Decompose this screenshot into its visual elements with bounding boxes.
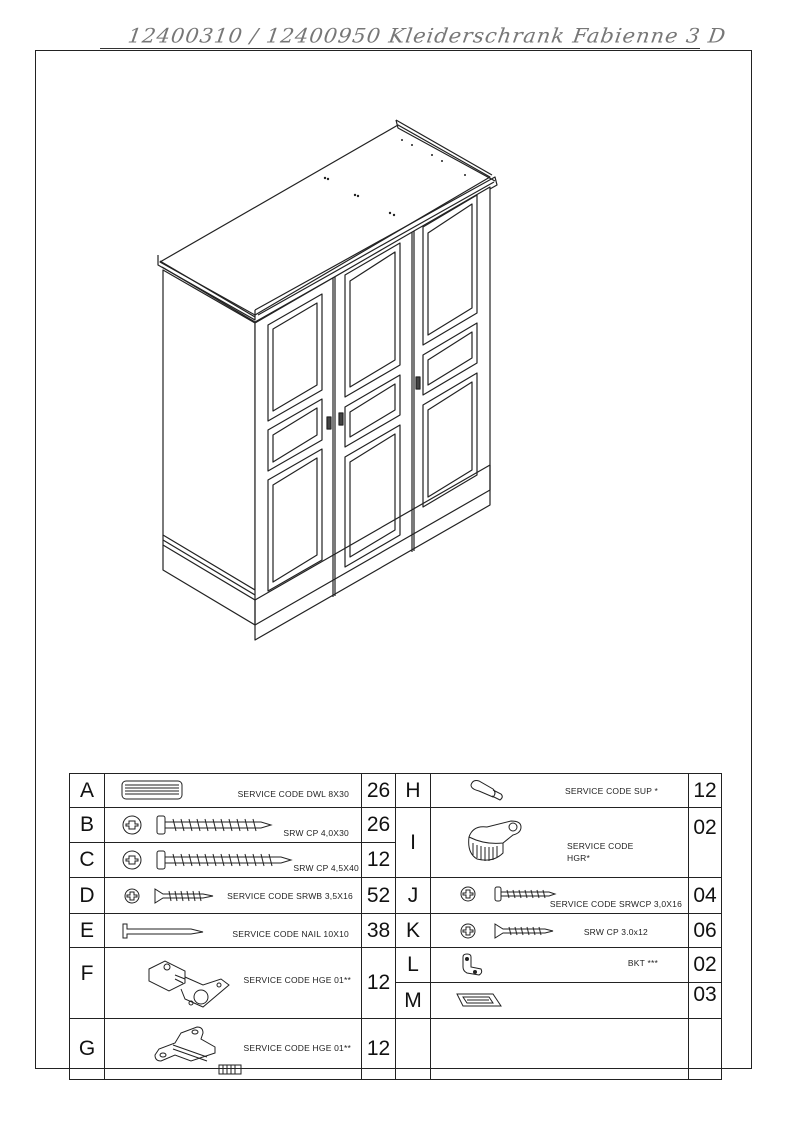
part-quantity: 06 <box>688 913 722 948</box>
document-header: 12400310 / 12400950 Kleiderschrank Fabie… <box>100 22 728 52</box>
countersunk-screw-icon <box>124 888 214 904</box>
part-letter: F <box>69 947 105 1019</box>
part-description <box>430 982 689 1019</box>
nail-icon <box>122 923 204 939</box>
screw-icon <box>460 886 557 902</box>
part-quantity: 02 <box>688 947 722 983</box>
angle-bracket-icon <box>462 953 483 976</box>
part-description: BKT *** <box>430 947 689 983</box>
empty-quantity-cell <box>688 1018 722 1080</box>
part-label: SERVICE CODE DWL 8X30 <box>237 789 349 799</box>
part-letter: K <box>395 913 431 948</box>
table-row: G SERVICE CODE HGE 01** 12 <box>69 1018 722 1080</box>
part-description: SERVICE CODE DWL 8X30 <box>104 773 362 808</box>
part-letter: D <box>69 877 105 914</box>
part-quantity: 12 <box>361 947 396 1019</box>
table-row: A SERVICE CODE DWL 8X30 26 H SERVICE COD… <box>69 773 722 808</box>
part-label: SERVICE CODE <box>567 840 634 851</box>
header-underline <box>100 48 700 49</box>
part-label: BKT *** <box>627 958 658 968</box>
empty-letter-cell <box>395 1018 431 1080</box>
countersunk-screw-icon <box>460 923 554 939</box>
shelf-support-pin-icon <box>470 780 503 801</box>
part-description: SERVICE CODE SRWB 3,5X16 <box>104 877 362 914</box>
part-quantity: 12 <box>361 1018 396 1080</box>
table-row: D SERVICE CODE SRWB 3,5X16 52 J <box>69 877 722 914</box>
empty-description-cell <box>430 1018 689 1080</box>
part-description: SERVICE CODE HGE 01** <box>104 1018 362 1080</box>
table-row: B SRW CP 4,0X30 26 I <box>69 807 722 878</box>
part-letter: B <box>69 807 105 843</box>
part-letter: C <box>69 842 105 878</box>
handwritten-title: 12400310 / 12400950 Kleiderschrank Fabie… <box>126 24 728 48</box>
part-letter: I <box>395 807 431 878</box>
part-label: SERVICE CODE SUP * <box>564 786 658 796</box>
hardware-parts-table: A SERVICE CODE DWL 8X30 26 H SERVICE COD… <box>69 773 722 1080</box>
table-row: F SERVICE CODE HGE 01** 12 L <box>69 947 722 1019</box>
part-description: SERVICE CODE NAIL 10X10 <box>104 913 362 948</box>
part-quantity: 26 <box>361 773 396 808</box>
part-description: SRW CP 4,0X30 <box>104 807 362 843</box>
part-label: SERVICE CODE SRWCP 3,0X16 <box>549 899 682 909</box>
part-label-line2: HGR* <box>567 852 590 863</box>
part-letter: M <box>395 982 431 1019</box>
part-quantity: 03 <box>688 982 722 1019</box>
part-letter: J <box>395 877 431 914</box>
part-quantity: 04 <box>688 877 722 914</box>
part-label: SRW CP 3.0x12 <box>583 927 648 937</box>
table-row: E SERVICE CODE NAIL 10X10 38 K SRW CP 3.… <box>69 913 722 948</box>
part-description: SRW CP 3.0x12 <box>430 913 689 948</box>
part-letter: H <box>395 773 431 808</box>
part-quantity: 52 <box>361 877 396 914</box>
screw-icon <box>122 815 273 835</box>
part-quantity: 12 <box>688 773 722 808</box>
part-letter: L <box>395 947 431 983</box>
rail-holder-clip-icon <box>468 819 522 861</box>
part-quantity: 38 <box>361 913 396 948</box>
table-row: M 03 <box>70 982 722 1019</box>
part-description: SERVICE CODE SRWCP 3,0X16 <box>430 877 689 914</box>
part-description: SERVICE CODE HGR* <box>430 807 689 878</box>
part-quantity: 12 <box>361 842 396 878</box>
part-description: SERVICE CODE SUP * <box>430 773 689 808</box>
screw-icon <box>122 850 293 870</box>
part-label: SERVICE CODE SRWB 3,5X16 <box>227 891 353 901</box>
concealed-hinge-icon <box>148 959 230 1008</box>
part-quantity: 26 <box>361 807 396 843</box>
part-label: SRW CP 4,5X40 <box>293 863 359 873</box>
part-label: SERVICE CODE HGE 01** <box>243 1043 351 1053</box>
table-row: C SRW CP 4,5X40 12 <box>69 842 722 878</box>
wooden-dowel-icon <box>121 780 183 800</box>
part-description: SERVICE CODE HGE 01** <box>104 947 362 1019</box>
part-letter: E <box>69 913 105 948</box>
part-label: SERVICE CODE HGE 01** <box>243 974 351 985</box>
wardrobe-illustration <box>157 119 498 641</box>
part-description: SRW CP 4,5X40 <box>104 842 362 878</box>
part-letter: G <box>69 1018 105 1080</box>
part-quantity: 02 <box>688 807 722 878</box>
recessed-handle-icon <box>456 993 502 1007</box>
hinge-mounting-plate-icon <box>154 1026 242 1075</box>
part-label: SRW CP 4,0X30 <box>283 828 349 838</box>
part-letter: A <box>69 773 105 808</box>
part-label: SERVICE CODE NAIL 10X10 <box>232 929 349 939</box>
